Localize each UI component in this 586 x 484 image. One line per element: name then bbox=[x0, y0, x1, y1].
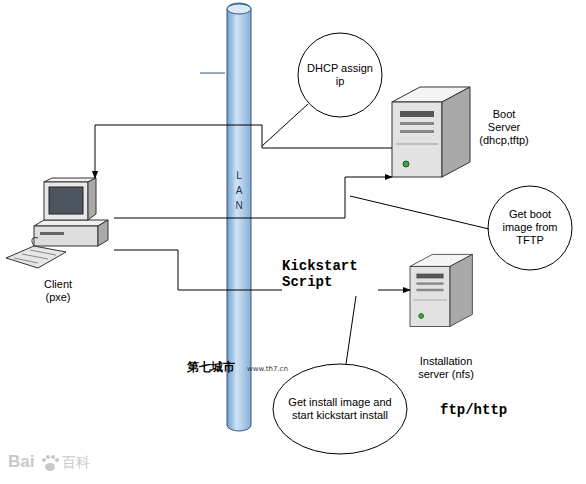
leader-line bbox=[346, 296, 356, 364]
connector-group bbox=[95, 125, 410, 290]
text-box: Boot Server (dhcp,tftp) bbox=[476, 108, 532, 147]
callout-outline bbox=[273, 364, 407, 454]
callout-outline bbox=[298, 33, 382, 117]
callout-outline bbox=[488, 186, 572, 270]
callout-text: Get install image and start kickstart in… bbox=[281, 396, 399, 422]
paw-toe bbox=[46, 455, 50, 459]
keyboard-cable bbox=[32, 237, 38, 246]
callout-bubble: Get install image and start kickstart in… bbox=[272, 363, 408, 455]
edge-label: Kickstart Script bbox=[282, 258, 368, 290]
text-box: L A N bbox=[234, 168, 244, 213]
text-box: Get boot image from TFTP bbox=[497, 208, 563, 247]
paw-toe bbox=[42, 458, 46, 462]
watermark: www.th7.cn bbox=[247, 365, 288, 373]
watermark: 百科 bbox=[62, 454, 90, 472]
server-side bbox=[450, 254, 472, 326]
server-icon bbox=[392, 87, 470, 177]
drive-bay bbox=[400, 122, 434, 125]
case-front bbox=[34, 226, 98, 246]
paw-logo bbox=[42, 455, 59, 471]
case-top bbox=[34, 220, 108, 226]
node-shape bbox=[392, 84, 564, 180]
panel-line bbox=[396, 144, 438, 145]
server-computer: Boot Server (dhcp,tftp) bbox=[392, 84, 564, 180]
connector-arrow bbox=[114, 250, 410, 290]
leader-line bbox=[350, 196, 489, 229]
node-label: Installation server (nfs) bbox=[414, 355, 478, 381]
text-box: Get install image and start kickstart in… bbox=[281, 396, 399, 422]
drive-bay bbox=[400, 111, 434, 117]
panel-line bbox=[413, 300, 447, 301]
drive-bay bbox=[416, 289, 443, 291]
paw-toe bbox=[51, 455, 55, 459]
server-front bbox=[410, 266, 450, 326]
drive-slot bbox=[40, 232, 64, 235]
key-row bbox=[22, 254, 48, 259]
paw-pad bbox=[45, 463, 55, 471]
case-side bbox=[98, 220, 108, 246]
client-icon bbox=[6, 178, 108, 268]
drive-bay bbox=[400, 130, 434, 133]
server-icon bbox=[410, 254, 472, 326]
callout-text: Get boot image from TFTP bbox=[497, 208, 563, 247]
power-led bbox=[419, 314, 424, 319]
server-front bbox=[392, 102, 442, 177]
monitor-screen bbox=[49, 187, 83, 214]
callout-bubble: DHCP assign ip bbox=[297, 32, 383, 118]
key-row bbox=[14, 258, 38, 263]
tick-line bbox=[200, 73, 225, 74]
server-side bbox=[442, 87, 470, 177]
band-label: L A N bbox=[234, 168, 244, 213]
connector-arrow bbox=[114, 177, 392, 218]
drive-bay bbox=[416, 282, 443, 284]
power-led bbox=[403, 161, 409, 167]
callout-bubble: Get boot image from TFTP bbox=[487, 185, 573, 271]
drive-bay bbox=[416, 274, 443, 279]
node-label: Client (pxe) bbox=[36, 278, 80, 304]
text-box: Installation server (nfs) bbox=[414, 355, 478, 381]
text-box: DHCP assign ip bbox=[304, 62, 376, 88]
client-computer: Client (pxe) bbox=[4, 178, 114, 306]
text-box: Client (pxe) bbox=[36, 278, 80, 304]
leader-line bbox=[262, 104, 308, 146]
pipe-end bbox=[227, 4, 251, 14]
watermark: Bai bbox=[8, 452, 34, 472]
server-computer: Installation server (nfs) bbox=[410, 252, 490, 398]
watermark: 第七城市 bbox=[187, 359, 235, 376]
callout-text: DHCP assign ip bbox=[304, 62, 376, 88]
monitor-front bbox=[44, 182, 88, 220]
keyboard bbox=[6, 246, 66, 268]
protocol-note: ftp/http bbox=[440, 402, 507, 418]
key-row bbox=[30, 250, 56, 255]
node-label: Boot Server (dhcp,tftp) bbox=[476, 108, 532, 147]
monitor-side bbox=[88, 178, 96, 220]
paw-toe bbox=[55, 458, 59, 462]
